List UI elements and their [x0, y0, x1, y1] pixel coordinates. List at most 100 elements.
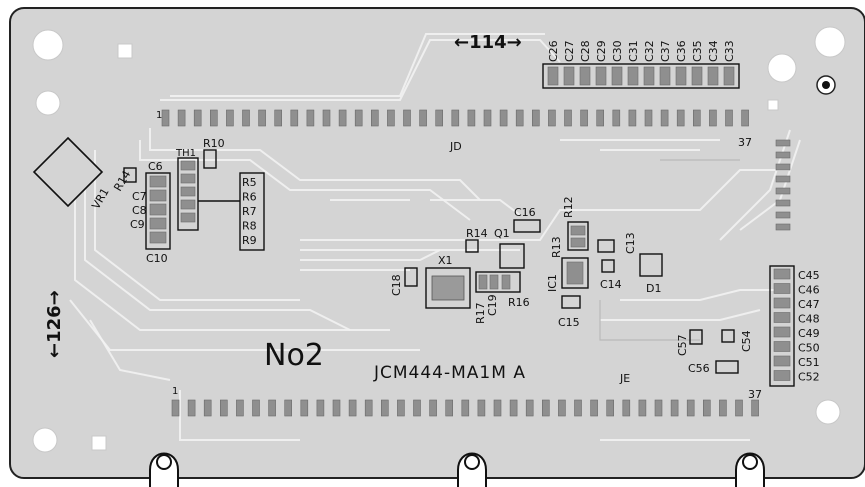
label-c15: C15: [558, 316, 580, 329]
top-capacitor-pad: [643, 66, 655, 86]
r13-pad: [570, 237, 586, 248]
right-capacitor-pad: [773, 297, 791, 309]
je-label: JE: [619, 372, 630, 385]
c14-footprint: [601, 259, 615, 273]
jd-pin-pad: [387, 109, 395, 127]
jd-pin-pad: [306, 109, 315, 127]
r14-footprint: [465, 239, 479, 253]
right-capacitor-pad: [773, 341, 791, 352]
svg-text:←126→: ←126→: [44, 290, 65, 358]
jd-pin-pad: [451, 109, 460, 127]
x1-crystal-body: [431, 275, 465, 301]
jd-pin-pad: [419, 109, 427, 127]
label-c16: C16: [514, 206, 536, 219]
je-pin-pad: [735, 399, 743, 417]
jd-pin-pad: [210, 109, 218, 127]
top-capacitor-label: C31: [627, 40, 640, 62]
je-pin-pad: [654, 399, 663, 417]
je-pin-pad: [558, 399, 566, 417]
top-capacitor-label: C30: [611, 40, 624, 62]
r14-left-footprint: [123, 167, 137, 183]
black-via-center: [822, 81, 830, 89]
jd-pin-pad: [483, 109, 492, 127]
c57-footprint: [689, 329, 703, 345]
je-pin-start: 1: [172, 386, 178, 397]
jd-pin-pad: [531, 109, 540, 127]
je-pin-pad: [220, 399, 228, 417]
je-connector-pads: [171, 399, 759, 417]
top-capacitor-label: C35: [691, 40, 704, 62]
label-c8: C8: [132, 204, 147, 217]
je-pin-pad: [187, 399, 196, 417]
th1-stack: [177, 157, 199, 231]
dimension-left: ←126→: [44, 290, 65, 358]
top-capacitor-label: C37: [659, 40, 672, 62]
jd-pin-pad: [322, 109, 331, 127]
top-capacitor-pad: [579, 66, 591, 86]
mounting-hole: [815, 399, 841, 425]
je-pin-pad: [541, 399, 550, 417]
je-pin-pad: [364, 399, 373, 417]
r12-pad: [570, 225, 586, 236]
je-pin-pad: [316, 399, 325, 417]
je-pin-pad: [719, 399, 727, 417]
je-pin-pad: [397, 399, 405, 417]
je-pin-pad: [332, 399, 341, 417]
jd-pin-pad: [741, 109, 749, 127]
right-capacitor-label: C46: [798, 284, 820, 297]
jd-pin-pad: [467, 109, 476, 127]
jd-pin-pad: [660, 109, 669, 127]
label-c7: C7: [132, 190, 147, 203]
c56-footprint: [715, 360, 739, 374]
right-capacitor-pads: [773, 268, 791, 381]
right-capacitor-outline: [769, 265, 795, 387]
mounting-hole: [35, 90, 61, 116]
right-capacitor-pad: [773, 355, 791, 367]
je-pin-pad: [348, 399, 357, 417]
jd-pin-pad: [274, 109, 283, 127]
top-capacitor-label: C36: [675, 40, 688, 62]
top-capacitor-label: C28: [579, 40, 592, 62]
jd-pin-pad: [612, 109, 621, 127]
right-capacitor-label: C49: [798, 327, 820, 340]
jd-pin-end: 37: [738, 136, 752, 149]
right-capacitor-label: C52: [798, 371, 820, 384]
right-capacitor-label: C48: [798, 313, 820, 326]
label-c13: C13: [624, 232, 637, 254]
je-pin-pad: [461, 399, 470, 417]
je-pin-end: 37: [748, 388, 762, 401]
je-pin-pad: [574, 399, 582, 417]
top-capacitor-pad: [659, 66, 671, 86]
label-x1: X1: [438, 254, 453, 267]
je-pin-pad: [493, 399, 502, 417]
label-th1: TH1: [175, 148, 196, 159]
je-pin-pad: [413, 399, 421, 417]
label-c9: C9: [130, 218, 145, 231]
jd-pin-pad: [644, 109, 653, 127]
right-capacitor-label: C50: [798, 342, 820, 355]
jd-label: JD: [449, 140, 462, 153]
mounting-hole: [32, 427, 58, 453]
resistor-array-label: R6: [242, 191, 257, 204]
je-pin-pad: [203, 399, 212, 417]
jd-pin-pad: [226, 109, 234, 127]
je-pin-pad: [509, 399, 518, 417]
jd-pin-pad: [580, 109, 588, 127]
je-pin-pad: [429, 399, 437, 417]
vr1-trimmer: [32, 136, 104, 208]
top-capacitor-pads: [542, 63, 740, 89]
resistor-array-outline: [239, 172, 265, 251]
jd-pin-pad: [290, 109, 299, 127]
dimension-top: ←114→: [454, 32, 522, 53]
top-capacitor-label: C32: [643, 40, 656, 62]
top-capacitor-pad: [627, 66, 639, 86]
jd-pin-pad: [161, 109, 170, 127]
label-c18: C18: [390, 274, 403, 296]
top-capacitor-label: C33: [723, 40, 736, 62]
label-r10: R10: [203, 137, 225, 150]
label-c6: C6: [148, 160, 163, 173]
jd-pin-pad: [515, 109, 524, 127]
